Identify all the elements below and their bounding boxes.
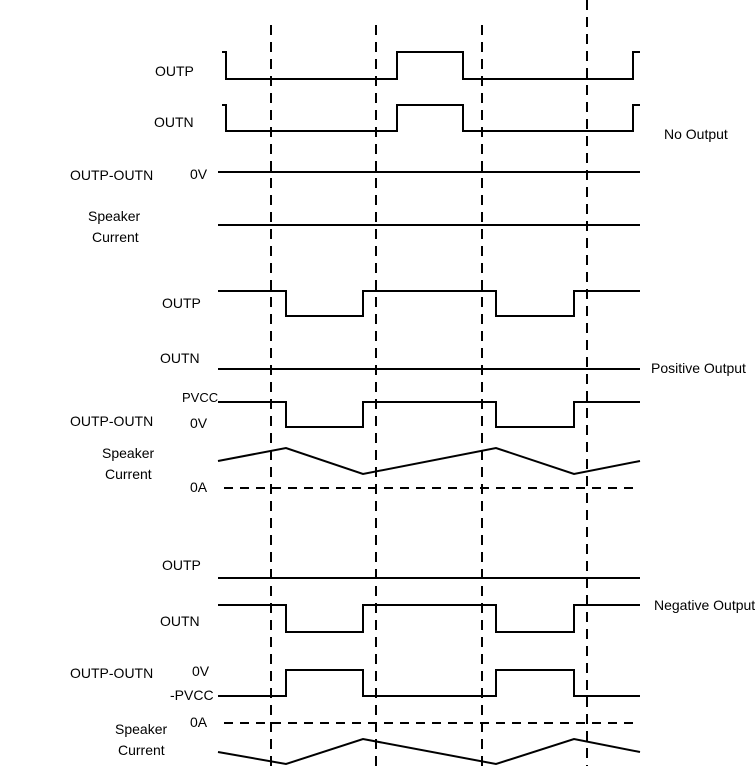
negative-output-current-label-2: Current [118,742,165,758]
no-output-outp-label: OUTP [155,63,194,79]
negative-output-outn-wave [218,604,640,633]
positive-output-current-wave [217,446,641,476]
positive-output-current-label-1: Speaker [102,445,154,461]
no-output-diff-level-label: 0V [190,166,208,182]
negative-output-diff-low-label: -PVCC [170,687,214,703]
positive-output-current-label-2: Current [105,466,152,482]
no-output-outn-label: OUTN [154,114,194,130]
no-output-section: OUTP OUTN No Output OUTP-OUTN 0V Speaker… [70,51,728,245]
positive-output-title: Positive Output [651,360,746,376]
no-output-title: No Output [664,126,728,142]
positive-output-current-zero-label: 0A [190,479,208,495]
negative-output-current-wave [217,737,641,766]
negative-output-diff-wave [218,669,640,697]
no-output-outn-wave [222,104,640,132]
negative-output-current-label-1: Speaker [115,721,167,737]
positive-output-outp-wave [218,290,640,317]
positive-output-outn-label: OUTN [160,350,200,366]
negative-output-current-zero-label: 0A [190,714,208,730]
negative-output-title: Negative Output [654,597,755,613]
no-output-outp-wave [222,51,640,80]
no-output-diff-label: OUTP-OUTN [70,167,153,183]
negative-output-diff-label: OUTP-OUTN [70,665,153,681]
no-output-current-label-1: Speaker [88,208,140,224]
positive-output-diff-high-label: PVCC [182,390,218,405]
positive-output-diff-label: OUTP-OUTN [70,413,153,429]
timing-reference-lines [270,0,588,766]
negative-output-diff-high-label: 0V [192,663,210,679]
positive-output-diff-wave [218,401,640,428]
negative-output-outp-label: OUTP [162,557,201,573]
no-output-current-label-2: Current [92,229,139,245]
negative-output-section: OUTP Negative Output OUTN OUTP-OUTN 0V -… [70,557,755,766]
negative-output-outn-label: OUTN [160,613,200,629]
positive-output-diff-low-label: 0V [190,415,208,431]
positive-output-section: OUTP OUTN Positive Output PVCC OUTP-OUTN… [70,290,746,495]
positive-output-outp-label: OUTP [162,295,201,311]
